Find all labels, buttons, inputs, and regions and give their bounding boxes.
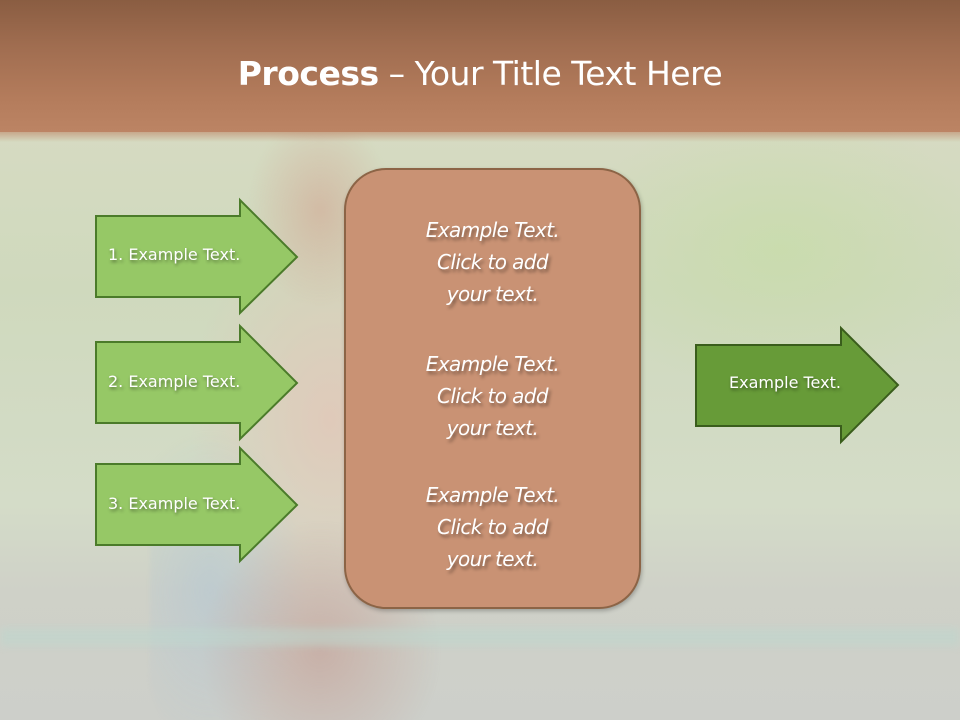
- process-arrow-3[interactable]: 3. Example Text.: [95, 445, 299, 564]
- slide-title[interactable]: Process – Your Title Text Here: [0, 52, 960, 96]
- result-arrow-label: Example Text.: [729, 373, 841, 392]
- title-band: [0, 0, 960, 142]
- result-arrow[interactable]: Example Text.: [695, 325, 900, 445]
- process-arrow-3-label: 3. Example Text.: [108, 494, 241, 513]
- arrow-right-shape-icon: [95, 323, 299, 442]
- center-text-line: Example Text.: [425, 352, 560, 376]
- center-text-block-3: Example Text. Click to add your text.: [346, 479, 639, 575]
- process-arrow-1[interactable]: 1. Example Text.: [95, 197, 299, 316]
- center-text-line: Click to add: [437, 384, 549, 408]
- center-text-block-1: Example Text. Click to add your text.: [346, 214, 639, 310]
- title-bold-part: Process: [237, 54, 379, 93]
- center-text-line: Example Text.: [425, 483, 560, 507]
- center-text-line: Example Text.: [425, 218, 560, 242]
- process-arrow-1-label: 1. Example Text.: [108, 245, 241, 264]
- center-text-line: Click to add: [437, 515, 549, 539]
- process-arrow-2[interactable]: 2. Example Text.: [95, 323, 299, 442]
- arrow-right-shape-icon: [95, 445, 299, 564]
- arrow-right-shape-icon: [695, 325, 900, 445]
- center-text-line: your text.: [446, 416, 539, 440]
- center-text-line: your text.: [446, 547, 539, 571]
- center-text-box[interactable]: Example Text. Click to add your text. Ex…: [344, 168, 641, 609]
- process-arrow-2-label: 2. Example Text.: [108, 372, 241, 391]
- background-photo-ground: [0, 628, 960, 646]
- center-text-block-2: Example Text. Click to add your text.: [346, 348, 639, 444]
- title-rest-part: – Your Title Text Here: [378, 54, 723, 93]
- arrow-right-shape-icon: [95, 197, 299, 316]
- center-text-line: Click to add: [437, 250, 549, 274]
- center-text-line: your text.: [446, 282, 539, 306]
